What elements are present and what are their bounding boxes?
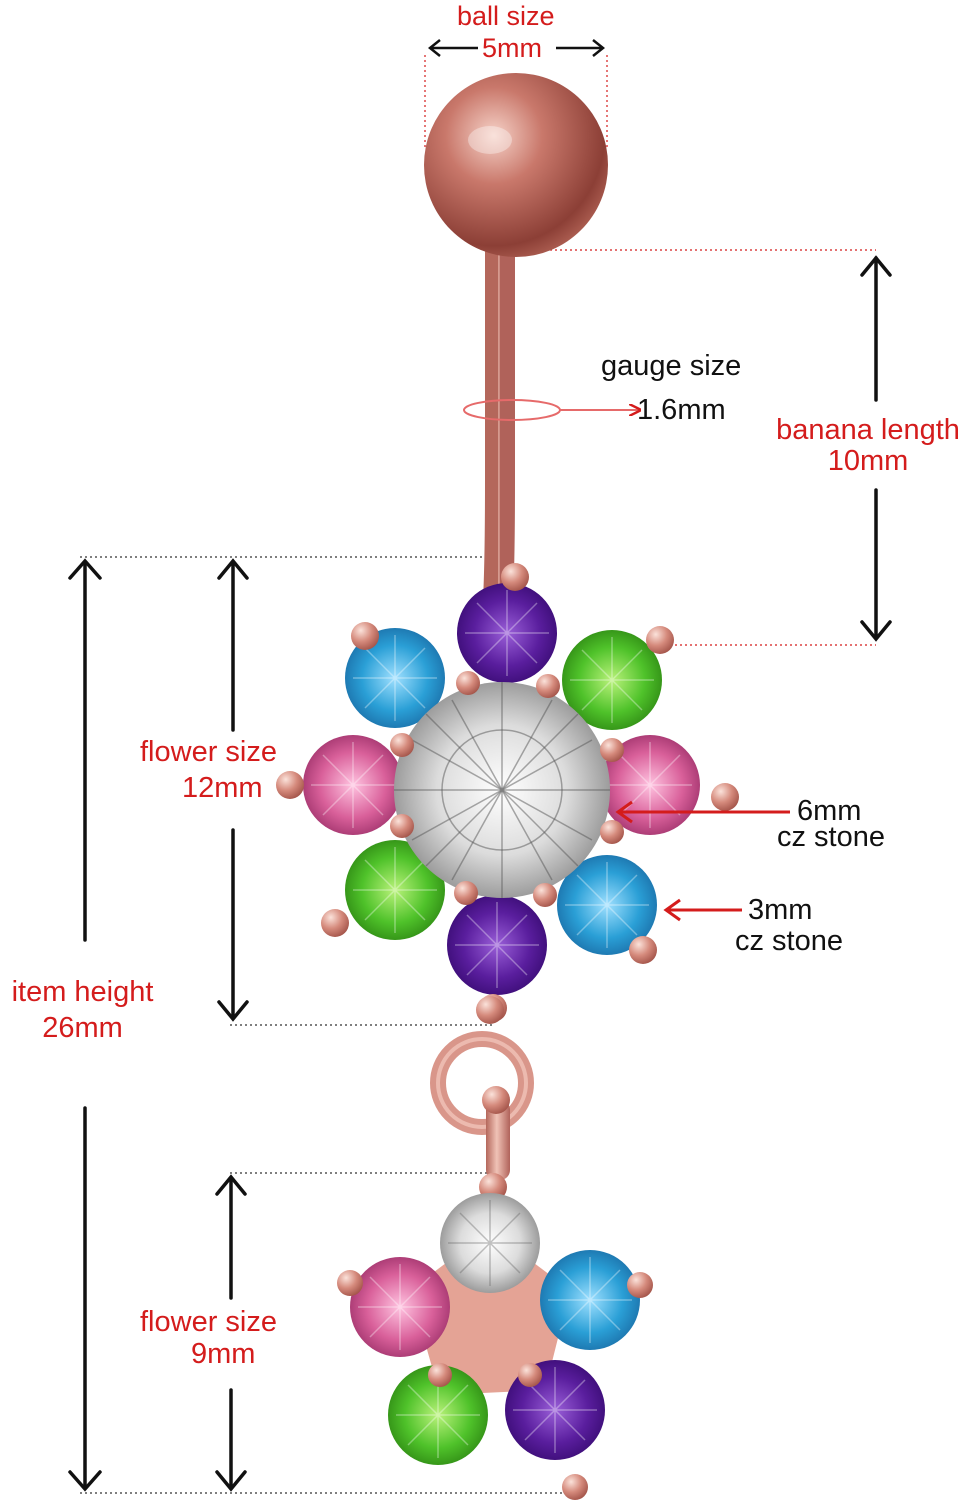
flower-size-top-label: flower size (140, 736, 277, 768)
center-stone-type: cz stone (777, 821, 885, 853)
stone-pointer-arrows (615, 800, 790, 922)
petal-stone-size: 3mm (748, 894, 813, 926)
gauge-size-label: gauge size (601, 350, 742, 382)
flower-size-top-value: 12mm (182, 772, 263, 804)
guide-lines-black (80, 556, 580, 1494)
top-ball (424, 73, 608, 257)
petal-stone-type: cz stone (735, 925, 843, 957)
bottom-flower (337, 1193, 653, 1500)
banana-length-arrow (860, 255, 892, 642)
ball-size-value: 5mm (482, 33, 542, 63)
main-flower (276, 563, 739, 1022)
flower-size-bottom-value: 9mm (191, 1338, 256, 1370)
banana-length-label: banana length (776, 414, 960, 446)
ball-size-arrow (427, 39, 606, 57)
banana-length-value: 10mm (827, 445, 909, 477)
item-height-arrow (68, 558, 102, 1492)
item-height-label: item height (11, 976, 154, 1008)
flower-size-bottom-label: flower size (140, 1306, 277, 1338)
gauge-size-value: 1.6mm (637, 394, 726, 426)
ball-size-label: ball size (457, 1, 555, 31)
flower-size-bottom-arrow (215, 1174, 247, 1492)
center-stone-size: 6mm (797, 795, 862, 827)
flower-size-top-arrow (217, 558, 249, 1022)
guide-lines (424, 55, 876, 646)
item-height-value: 26mm (42, 1012, 123, 1044)
